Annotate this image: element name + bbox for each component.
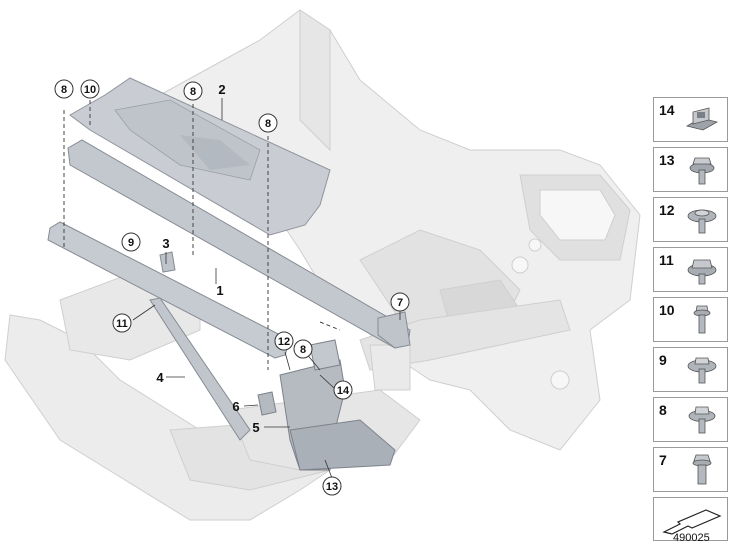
callout-11: 11: [112, 313, 132, 333]
legend-item-7: 7: [653, 447, 728, 492]
callout-8-top-left: 8: [54, 79, 74, 99]
legend-label: 14: [659, 102, 675, 118]
collar-screw-icon: [687, 259, 717, 285]
short-bolt-icon: [693, 305, 711, 334]
callout-8-top-center: 8: [183, 81, 203, 101]
washer-screw-icon: [687, 209, 717, 234]
svg-text:8: 8: [265, 118, 271, 130]
svg-text:9: 9: [128, 237, 134, 249]
label-3: 3: [162, 236, 169, 251]
callout-8-center: 8: [293, 339, 313, 359]
svg-text:8: 8: [300, 344, 306, 356]
label-2: 2: [218, 82, 225, 97]
svg-text:14: 14: [337, 385, 350, 397]
svg-text:8: 8: [61, 84, 67, 96]
label-5: 5: [252, 420, 259, 435]
direction-arrow-icon: [662, 509, 722, 535]
callout-7: 7: [390, 292, 410, 312]
legend-item-8: 8: [653, 397, 728, 442]
legend-label: 12: [659, 202, 675, 218]
callout-14: 14: [333, 380, 353, 400]
part-5-support: [279, 339, 396, 471]
legend-item-9: 9: [653, 347, 728, 392]
legend-item-10: 10: [653, 297, 728, 342]
label-1: 1: [216, 283, 223, 298]
label-6: 6: [232, 399, 239, 414]
legend-label: 11: [659, 252, 674, 268]
part-6-bracket: [257, 391, 277, 416]
hex-bolt-icon: [692, 454, 712, 485]
part-7-bracket: [377, 311, 411, 349]
svg-text:10: 10: [84, 84, 96, 96]
svg-text:7: 7: [397, 297, 403, 309]
hex-flange-bolt-icon: [689, 157, 715, 185]
legend-label: 8: [659, 402, 667, 418]
callout-12: 12: [274, 331, 294, 351]
part-9-lower-beam: [47, 221, 291, 359]
legend-item-13: 13: [653, 147, 728, 192]
callout-8-top-right: 8: [258, 113, 278, 133]
part-2-cover-panel: [69, 77, 331, 236]
orientation-arrow-cell: [653, 497, 728, 541]
legend-item-12: 12: [653, 197, 728, 242]
legend-label: 13: [659, 152, 675, 168]
callout-10: 10: [80, 79, 100, 99]
legend-item-14: 14: [653, 97, 728, 142]
legend-label: 7: [659, 452, 667, 468]
svg-text:8: 8: [190, 86, 196, 98]
washer-screw-icon: [688, 406, 716, 434]
svg-text:11: 11: [116, 318, 128, 330]
svg-text:13: 13: [326, 481, 338, 493]
svg-text:12: 12: [278, 336, 290, 348]
legend-label: 9: [659, 352, 667, 368]
part-4-strut: [149, 297, 251, 441]
washer-screw-icon: [687, 357, 717, 384]
assembly-guide-lines: [63, 100, 341, 370]
legend-item-11: 11: [653, 247, 728, 292]
callout-13: 13: [322, 476, 342, 496]
callout-9: 9: [121, 232, 141, 252]
clip-nut-icon: [685, 107, 719, 131]
diagram-number: 490025: [673, 532, 710, 544]
part-3-clip: [159, 251, 176, 273]
legend-label: 10: [659, 302, 675, 318]
label-4: 4: [156, 370, 164, 385]
fastener-legend: 14 13 12 11 10: [653, 97, 728, 546]
